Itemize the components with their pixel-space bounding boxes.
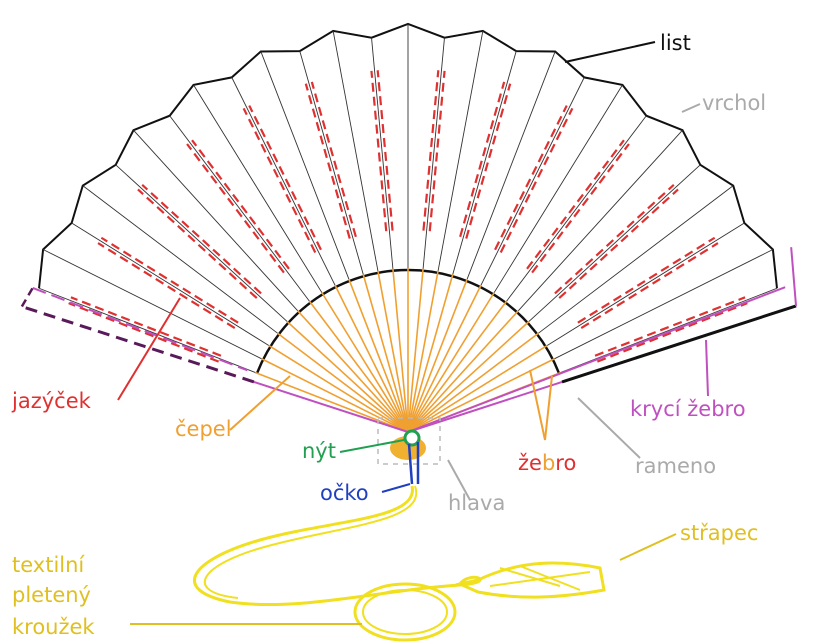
rib-stitch xyxy=(527,140,624,269)
leader-jazycek xyxy=(118,298,180,400)
leader-strapec xyxy=(620,534,676,560)
rib-stitch xyxy=(597,303,747,361)
cover-rib-right-tip xyxy=(791,247,796,306)
rib-stitch xyxy=(371,71,386,231)
leader-kryci-zebro xyxy=(706,340,708,396)
label-vrchol: vrchol xyxy=(702,91,766,115)
tassel xyxy=(194,486,604,640)
tassel-strands xyxy=(490,566,590,590)
label-zebro-part-1: že xyxy=(518,451,542,475)
label-strapec: střapec xyxy=(680,521,758,545)
rib-stitch xyxy=(101,238,238,323)
pleat-line xyxy=(423,38,445,271)
rib-stitch xyxy=(244,108,316,252)
leader-lines xyxy=(118,42,708,624)
ring-inner xyxy=(363,590,447,634)
ring xyxy=(355,584,455,640)
leader-list xyxy=(565,42,655,62)
label-zebro-part-3: ro xyxy=(555,451,576,475)
label-zebro-part-2: b xyxy=(542,451,555,475)
rib-stitch xyxy=(312,82,356,237)
pleat-line xyxy=(537,186,733,335)
label-hlava: hlava xyxy=(448,491,505,515)
label-ring-line-2: pletený xyxy=(12,583,91,607)
label-cepel: čepel xyxy=(175,417,232,441)
pleat-line xyxy=(194,85,323,294)
cover-rib-left-tongue-2 xyxy=(33,288,248,370)
label-ocko: očko xyxy=(320,481,369,505)
rib-stitch xyxy=(460,82,504,237)
label-nyt: nýt xyxy=(302,439,336,463)
cover-rib-left-tip xyxy=(22,288,33,307)
rib-stitch xyxy=(378,70,393,230)
label-ring-line-3: kroužek xyxy=(12,615,95,639)
fan-blades xyxy=(255,268,561,432)
label-ring-line-1: textilní xyxy=(12,553,85,577)
label-rameno: rameno xyxy=(635,454,716,478)
cord-strand xyxy=(205,486,417,598)
label-kryci-zebro: krycí žebro xyxy=(630,397,746,421)
label-jazycek: jazýček xyxy=(11,389,92,413)
rib-stitch xyxy=(559,189,678,298)
rib-stitch xyxy=(501,108,573,252)
rib-stitch xyxy=(555,185,674,294)
pleat-line xyxy=(83,186,279,335)
pleat-line xyxy=(452,51,516,276)
rib-stitch xyxy=(142,185,261,294)
leader-ocko xyxy=(382,484,410,492)
rib-stitch xyxy=(466,84,510,239)
rib-stitch xyxy=(578,238,715,323)
rib-stitch xyxy=(192,140,289,269)
label-list: list xyxy=(660,31,691,55)
rib-stitch xyxy=(69,303,219,361)
rib-stitch xyxy=(138,189,257,298)
rib-stitch xyxy=(306,84,350,239)
rib-stitch xyxy=(430,71,445,231)
rib-stitch xyxy=(423,70,438,230)
label-zebro: žebro xyxy=(518,451,576,475)
rib-stitch xyxy=(249,106,321,250)
rib-stitch xyxy=(495,106,567,250)
leader-vrchol xyxy=(682,104,700,112)
pleat-line xyxy=(372,38,394,271)
pleat-line xyxy=(493,85,622,294)
pleat-line xyxy=(300,51,364,276)
